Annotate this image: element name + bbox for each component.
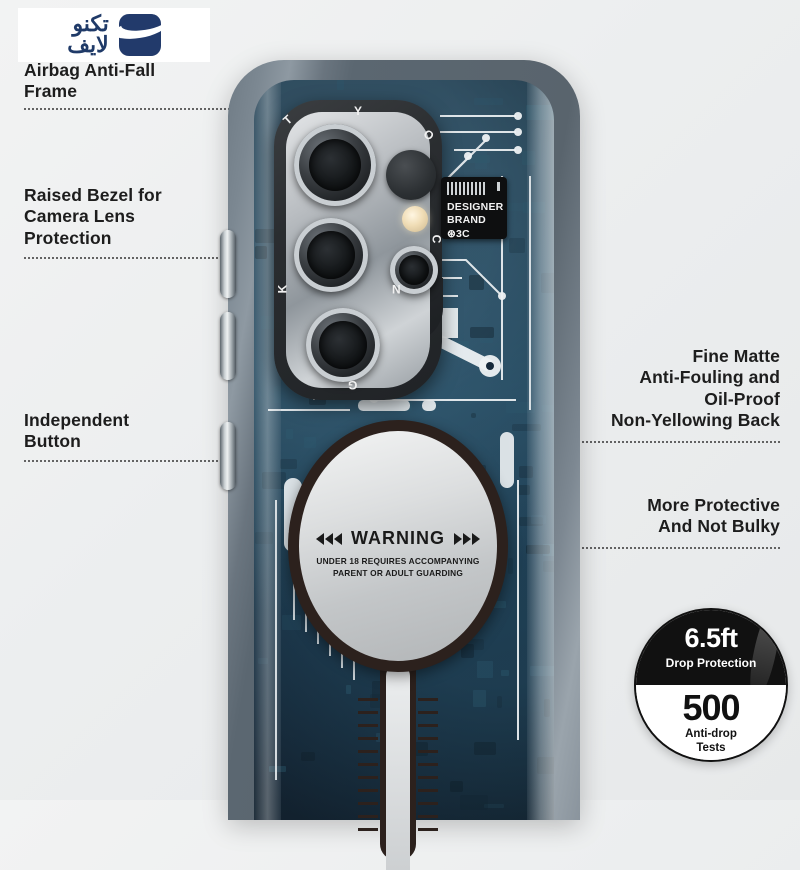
warning-subtext: UNDER 18 REQUIRES ACCOMPANYING PARENT OR…	[288, 556, 508, 580]
callout-matte-label: Fine Matte Anti-Fouling and Oil-Proof No…	[610, 346, 780, 431]
callout-airbag: Airbag Anti-Fall Frame	[24, 60, 239, 103]
camera-lens-ultrawide	[294, 218, 368, 292]
callout-button: Independent Button	[24, 410, 239, 453]
bezel-letter-g: G	[348, 378, 358, 392]
leader-line-protective	[527, 547, 780, 549]
camera-lens-main	[294, 124, 376, 206]
volume-up-button[interactable]	[220, 230, 236, 298]
arrows-left-icon	[316, 532, 342, 545]
designer-brand-chip: DESIGNER BRAND ⊛3C	[441, 177, 507, 241]
techno-life-logo-mark-icon	[118, 14, 161, 56]
magsafe-ring: WARNING UNDER 18 REQUIRES ACCOMPANYING P…	[288, 420, 508, 672]
warning-line1: UNDER 18 REQUIRES ACCOMPANYING	[316, 556, 480, 566]
power-button[interactable]	[220, 422, 236, 490]
bezel-letter-n: N	[392, 282, 401, 296]
brand-logo-line2: لايف	[67, 32, 109, 57]
badge-drop-height: 6.5ft	[684, 623, 738, 653]
badge-bottom-half: 500 Anti-drop Tests	[636, 685, 786, 760]
badge-test-label: Anti-drop Tests	[685, 728, 737, 754]
camera-lens-telephoto	[306, 308, 380, 382]
badge-drop-label: Drop Protection	[665, 656, 757, 670]
callout-matte: Fine Matte Anti-Fouling and Oil-Proof No…	[540, 346, 780, 431]
warning-line2: PARENT OR ADULT GUARDING	[332, 567, 463, 578]
bezel-letter-y: Y	[354, 104, 363, 118]
chip-pin-marker-icon	[497, 182, 500, 191]
bezel-letter-k: K	[275, 284, 290, 294]
chip-line2: BRAND ⊛3C	[447, 214, 486, 240]
camera-sensor-dot	[386, 150, 436, 200]
warning-title: WARNING	[351, 528, 445, 548]
chip-text: DESIGNER BRAND ⊛3C	[447, 201, 507, 241]
callout-bezel-label: Raised Bezel for Camera Lens Protection	[24, 185, 162, 248]
infographic-canvas: تكنو لايف Airbag Anti-Fall Frame Raised …	[0, 0, 800, 800]
callout-button-label: Independent Button	[24, 410, 130, 452]
chip-line1: DESIGNER	[447, 201, 504, 213]
brand-logo-text: تكنو لايف	[67, 11, 109, 57]
brand-logo-line1: تكنو	[72, 11, 109, 37]
warning-block: WARNING UNDER 18 REQUIRES ACCOMPANYING P…	[288, 528, 508, 580]
callout-airbag-label: Airbag Anti-Fall Frame	[24, 60, 156, 102]
leader-line-bezel	[24, 257, 274, 259]
magsafe-stem-graphic	[358, 650, 438, 870]
arrows-right-icon	[454, 532, 480, 545]
callout-protective: More Protective And Not Bulky	[540, 495, 780, 538]
bezel-letter-c: C	[429, 234, 444, 244]
leader-line-matte	[533, 441, 780, 443]
stem-rungs-icon	[358, 698, 438, 860]
leader-line-airbag	[24, 108, 262, 110]
camera-flash-icon	[402, 206, 428, 232]
drop-protection-badge: 6.5ft Drop Protection 500 Anti-drop Test…	[634, 608, 788, 762]
chip-pins-icon	[447, 182, 485, 195]
callout-protective-label: More Protective And Not Bulky	[647, 495, 780, 537]
callout-bezel: Raised Bezel for Camera Lens Protection	[24, 185, 239, 249]
phone-case-product: T Y O C K G N DESIGNER BRAND ⊛3C	[220, 60, 580, 870]
camera-lens-small	[390, 246, 438, 294]
volume-down-button[interactable]	[220, 312, 236, 380]
warning-title-row: WARNING	[288, 528, 508, 549]
leader-line-button	[24, 460, 246, 462]
brand-logo: تكنو لايف	[18, 8, 210, 62]
badge-test-count: 500	[682, 687, 740, 729]
badge-top-half: 6.5ft Drop Protection	[636, 610, 786, 685]
